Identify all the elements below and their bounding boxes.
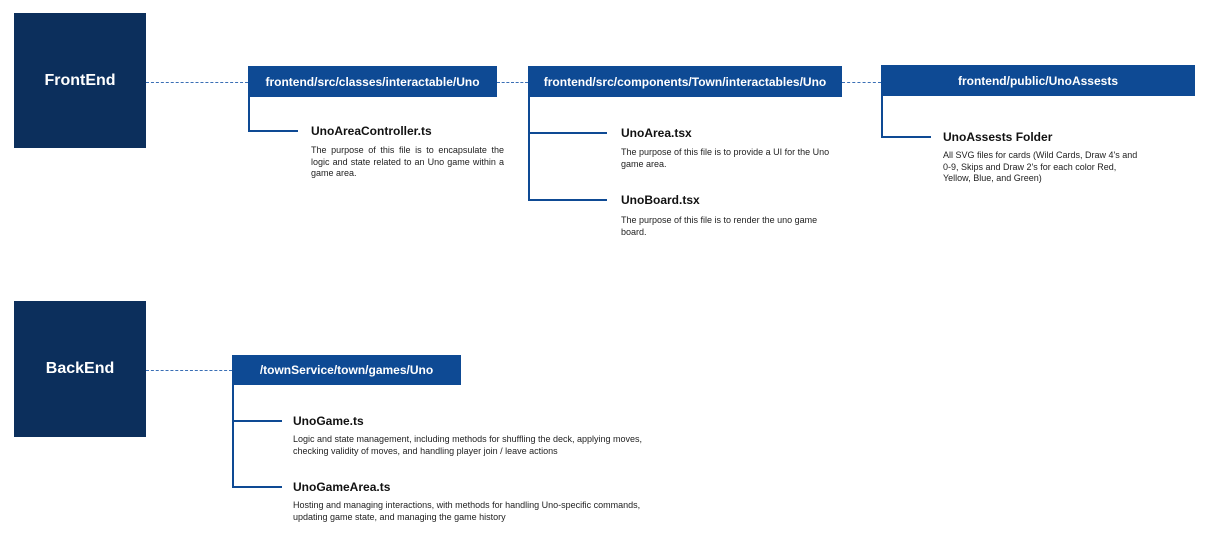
tree-branch <box>528 132 607 134</box>
frontend-path-classes: frontend/src/classes/interactable/Uno <box>248 66 497 97</box>
file-title-unoassests: UnoAssests Folder <box>943 130 1053 144</box>
file-desc-unoareacontroller: The purpose of this file is to encapsula… <box>311 145 504 178</box>
file-title-unogame: UnoGame.ts <box>293 414 364 428</box>
file-title-unoarea: UnoArea.tsx <box>621 126 692 140</box>
tree-branch <box>248 130 298 132</box>
frontend-connector-2 <box>497 82 528 83</box>
tree-branch <box>232 420 282 422</box>
file-desc-unoboard: The purpose of this file is to render th… <box>621 215 818 237</box>
backend-label: BackEnd <box>45 360 115 377</box>
file-desc-unoassests: All SVG files for cards (Wild Cards, Dra… <box>943 150 1138 183</box>
tree-line <box>232 385 234 488</box>
frontend-path-components: frontend/src/components/Town/interactabl… <box>528 66 842 97</box>
tree-line <box>248 97 250 132</box>
frontend-path-public: frontend/public/UnoAssests <box>881 65 1195 96</box>
tree-line <box>881 96 883 138</box>
tree-branch <box>881 136 931 138</box>
tree-line <box>528 97 530 201</box>
frontend-label: FrontEnd <box>44 71 116 89</box>
tree-branch <box>528 199 607 201</box>
file-title-unogamearea: UnoGameArea.ts <box>293 480 391 494</box>
frontend-box: FrontEnd <box>14 13 146 148</box>
file-desc-unogame: Logic and state management, including me… <box>293 434 643 456</box>
tree-branch <box>232 486 282 488</box>
file-desc-unoarea: The purpose of this file is to provide a… <box>621 147 830 169</box>
file-title-unoboard: UnoBoard.tsx <box>621 193 700 207</box>
frontend-connector-1 <box>146 82 248 83</box>
file-desc-unogamearea: Hosting and managing interactions, with … <box>293 500 641 522</box>
frontend-connector-3 <box>842 82 881 83</box>
backend-connector <box>146 370 232 371</box>
backend-path: /townService/town/games/Uno <box>232 355 461 385</box>
file-title-unoareacontroller: UnoAreaController.ts <box>311 124 432 138</box>
backend-box: BackEnd <box>14 301 146 437</box>
